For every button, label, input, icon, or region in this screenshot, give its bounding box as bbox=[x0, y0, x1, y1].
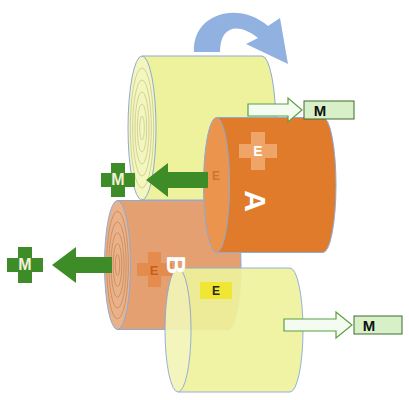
plus-symbol bbox=[7, 247, 43, 283]
rotation-arrow bbox=[194, 13, 288, 64]
outline-arrow bbox=[248, 98, 302, 122]
m-label: M bbox=[314, 103, 327, 118]
m-box bbox=[304, 101, 354, 119]
cylinder-label: B bbox=[163, 256, 189, 275]
highlight-patch bbox=[200, 282, 232, 299]
plus-symbol bbox=[101, 163, 135, 197]
m-box bbox=[354, 316, 402, 334]
plus-symbol bbox=[239, 132, 277, 170]
force-arrow bbox=[146, 163, 208, 197]
plus-symbol bbox=[137, 252, 172, 287]
cylinder-node: A bbox=[203, 117, 337, 253]
e-label: E bbox=[212, 170, 220, 182]
m-label: M bbox=[111, 172, 124, 188]
cylinder-shape bbox=[203, 117, 337, 253]
yellow-cylinder bbox=[165, 268, 303, 392]
m-label: M bbox=[363, 318, 376, 333]
m-label: M bbox=[18, 257, 31, 273]
force-arrow bbox=[52, 247, 112, 283]
e-label: E bbox=[150, 264, 159, 277]
e-label: E bbox=[212, 285, 220, 297]
e-label: E bbox=[253, 144, 262, 158]
cylinder-label: A bbox=[240, 190, 270, 212]
outline-arrow bbox=[284, 312, 352, 338]
